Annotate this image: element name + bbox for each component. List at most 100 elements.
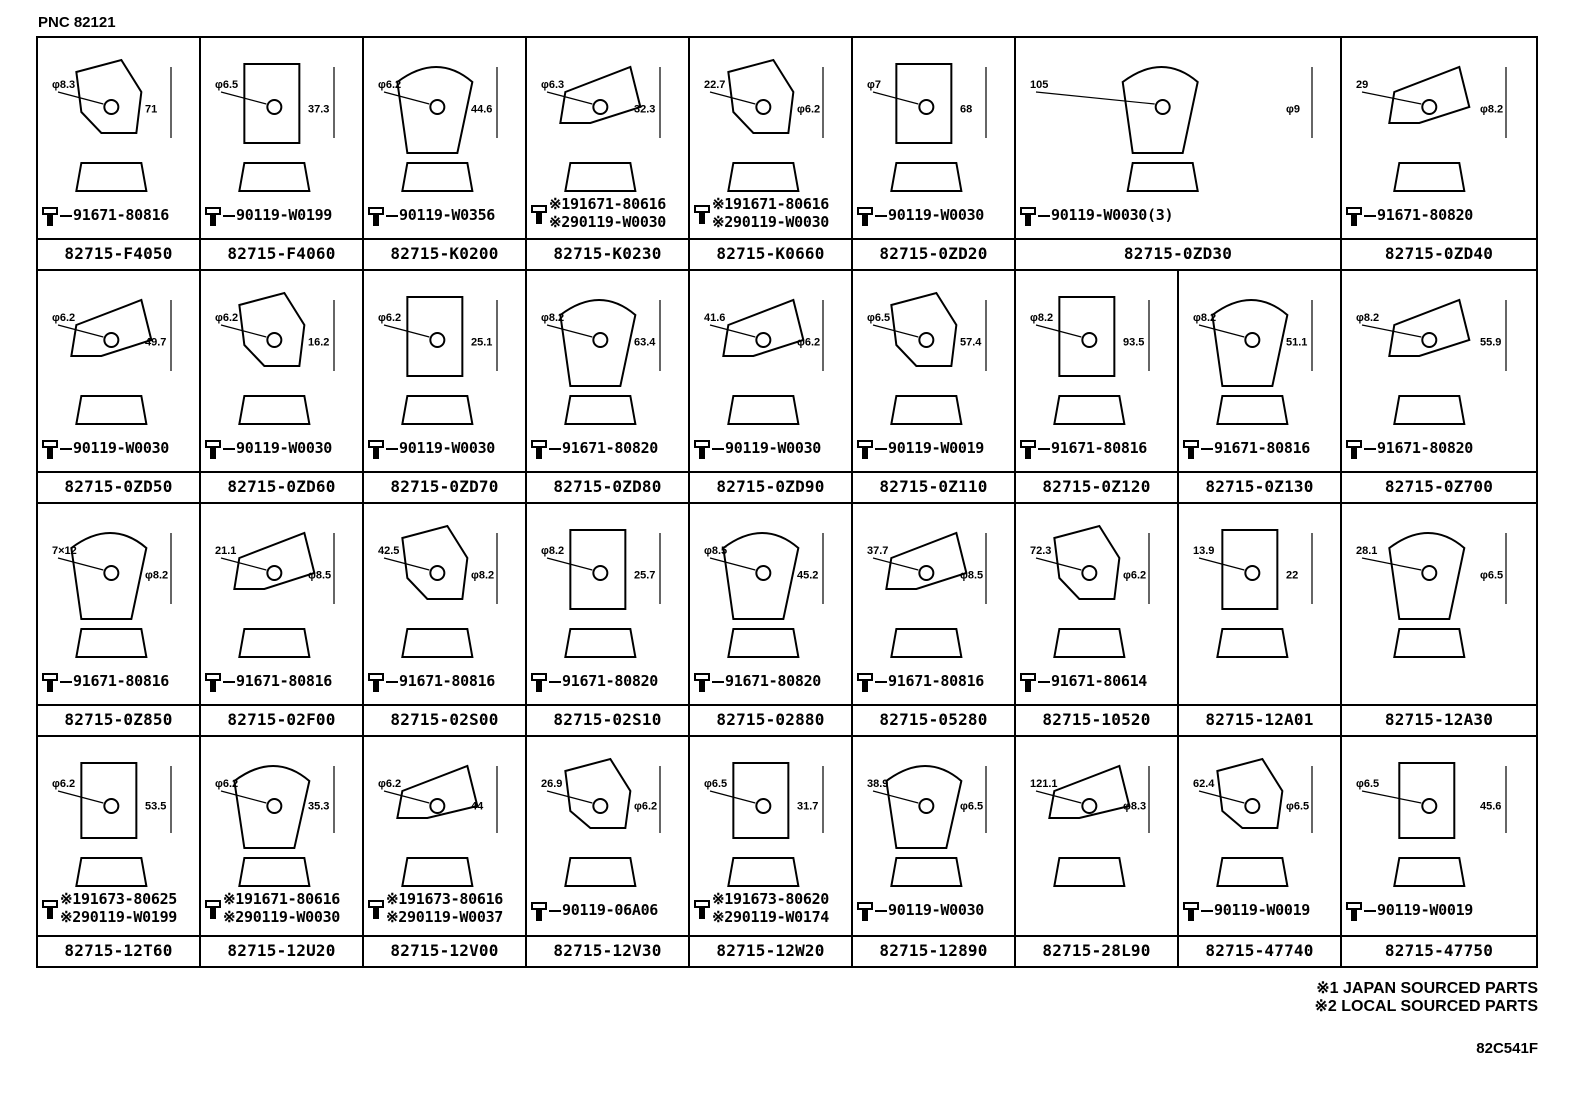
fastener-part-number[interactable]: 90119-W0019 — [1201, 901, 1310, 919]
part-number[interactable]: 82715-12A01 — [1179, 704, 1340, 735]
part-number[interactable]: 82715-0Z130 — [1179, 471, 1340, 502]
fastener-part-number[interactable]: 91671-80816 — [386, 672, 495, 690]
fastener-part-number[interactable]: ※290119-W0037 — [386, 908, 504, 926]
part-number[interactable]: 82715-0ZD70 — [364, 471, 525, 502]
fastener-part-number[interactable]: ※290119-W0174 — [712, 908, 830, 926]
part-number[interactable]: 82715-12V30 — [527, 935, 688, 966]
part-number[interactable]: 82715-0Z110 — [853, 471, 1014, 502]
part-number[interactable]: 82715-K0230 — [527, 238, 688, 269]
fastener-part-number[interactable]: 91671-80816 — [875, 672, 984, 690]
part-number[interactable]: 82715-0ZD20 — [853, 238, 1014, 269]
fastener-part-number[interactable]: 91671-80820 — [549, 672, 658, 690]
part-number[interactable]: 82715-0ZD40 — [1342, 238, 1536, 269]
fastener-part-number[interactable]: ※191673-80620 — [712, 890, 830, 908]
part-number[interactable]: 82715-47740 — [1179, 935, 1340, 966]
fastener-part-number[interactable]: ※191673-80616 — [386, 890, 504, 908]
fastener-part-number[interactable]: 90119-W0019 — [875, 439, 984, 457]
part-number[interactable]: 82715-12W20 — [690, 935, 851, 966]
part-number[interactable]: 82715-02S10 — [527, 704, 688, 735]
fastener-part-number[interactable]: 90119-W0030 — [223, 439, 332, 457]
part-number[interactable]: 82715-02F00 — [201, 704, 362, 735]
fastener-part-number[interactable]: 90119-W0356 — [386, 206, 495, 224]
fastener-part-number[interactable]: 90119-W0019 — [1364, 901, 1473, 919]
part-number[interactable]: 82715-F4050 — [38, 238, 199, 269]
part-number[interactable]: 82715-0Z700 — [1342, 471, 1536, 502]
fastener-part-number[interactable]: 91671-80820 — [712, 672, 821, 690]
fastener-part-number[interactable]: ※290119-W0199 — [60, 908, 178, 926]
fastener-part-number[interactable]: 90119-W0199 — [223, 206, 332, 224]
fastener-part-number[interactable]: ※290119-W0030 — [712, 213, 830, 231]
part-number[interactable]: 82715-F4060 — [201, 238, 362, 269]
fastener-part-number[interactable]: 91671-80820 — [549, 439, 658, 457]
part-number[interactable]: 82715-12A30 — [1342, 704, 1536, 735]
fastener-part-number[interactable]: 90119-W0030 — [712, 439, 821, 457]
fastener-part-number[interactable]: 91671-80816 — [1201, 439, 1310, 457]
fastener-part-number[interactable]: 90119-W0030 — [875, 206, 984, 224]
fastener-part-number[interactable]: 91671-80816 — [60, 672, 169, 690]
part-number[interactable]: 82715-02880 — [690, 704, 851, 735]
fastener-part-number[interactable]: 91671-80820 — [1364, 206, 1473, 224]
part-number[interactable]: 82715-10520 — [1016, 704, 1177, 735]
part-number[interactable]: 82715-05280 — [853, 704, 1014, 735]
part-number[interactable]: 82715-28L90 — [1016, 935, 1177, 966]
part-number[interactable]: 82715-0ZD80 — [527, 471, 688, 502]
part-number[interactable]: 82715-0ZD90 — [690, 471, 851, 502]
fastener-part-number[interactable]: 91671-80816 — [60, 206, 169, 224]
part-number[interactable]: 82715-K0660 — [690, 238, 851, 269]
part-number[interactable]: 82715-0ZD50 — [38, 471, 199, 502]
fastener-part-number[interactable]: ※290119-W0030 — [223, 908, 341, 926]
fastener-part-number[interactable]: 90119-W0030 — [875, 901, 984, 919]
fastener-part-number[interactable]: 90119-W0030 — [386, 439, 495, 457]
fastener-part-number[interactable]: ※191671-80616 — [549, 195, 667, 213]
fastener-part-number[interactable]: ※191671-80616 — [712, 195, 830, 213]
fastener-part-number[interactable]: 91671-80614 — [1038, 672, 1147, 690]
part-number[interactable]: 82715-12T60 — [38, 935, 199, 966]
fastener-part-number[interactable]: 91671-80816 — [1038, 439, 1147, 457]
fastener-part-number[interactable]: ※290119-W0030 — [549, 213, 667, 231]
part-number[interactable]: 82715-12890 — [853, 935, 1014, 966]
part-number[interactable]: 82715-12V00 — [364, 935, 525, 966]
fastener-part-number[interactable]: ※191673-80625 — [60, 890, 178, 908]
part-number[interactable]: 82715-12U20 — [201, 935, 362, 966]
fastener-part-number[interactable]: 91671-80820 — [1364, 439, 1473, 457]
part-number[interactable]: 82715-0ZD30 — [1016, 238, 1340, 269]
part-number[interactable]: 82715-47750 — [1342, 935, 1536, 966]
part-number[interactable]: 82715-0Z850 — [38, 704, 199, 735]
fastener-part-number[interactable]: 90119-W0030 — [60, 439, 169, 457]
fastener-part-number[interactable]: ※191671-80616 — [223, 890, 341, 908]
part-number[interactable]: 82715-K0200 — [364, 238, 525, 269]
fastener-part-number[interactable]: 90119-W0030(3) — [1038, 206, 1174, 224]
